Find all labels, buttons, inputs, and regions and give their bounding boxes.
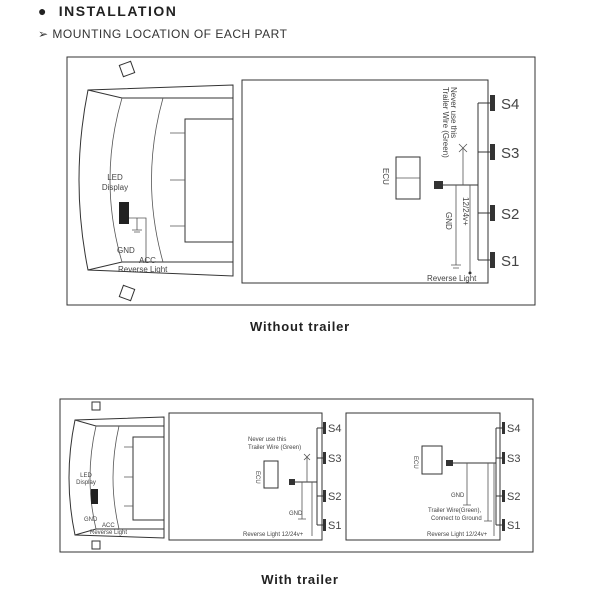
sensors: S4 S3 S2 S1 xyxy=(490,95,519,270)
car-top-view: LED Display GND ACC Reverse Light xyxy=(68,401,165,550)
title-text: INSTALLATION xyxy=(58,3,178,19)
gnd-label: GND xyxy=(444,212,453,230)
acc-label: ACC xyxy=(102,523,115,529)
led-display-icon xyxy=(91,489,98,504)
display-label: Display xyxy=(76,480,96,486)
connector-icon xyxy=(446,460,453,466)
mirror-top xyxy=(118,60,136,78)
sensor-s2: S2 xyxy=(507,491,520,503)
led-display-icon xyxy=(119,202,129,224)
led-label: LED xyxy=(107,173,123,182)
diagram-without-trailer: LED Display GND ACC Reverse Light ECU Ne… xyxy=(66,56,536,306)
sensor-s3: S3 xyxy=(501,145,519,162)
ecu-label: ECU xyxy=(254,471,260,484)
sensor-s1: S1 xyxy=(328,520,341,532)
ecu-label: ECU xyxy=(412,456,418,469)
mirror-bottom xyxy=(91,540,101,550)
sensor-s1: S1 xyxy=(507,520,520,532)
sensor-s3: S3 xyxy=(328,453,341,465)
frame xyxy=(66,56,536,306)
wiring-panel: ECU Never use this Trailer Wire (Green) … xyxy=(241,79,490,284)
power-label: Reverse Light 12/24v+ xyxy=(243,532,304,538)
section-subtitle: ➢ MOUNTING LOCATION OF EACH PART xyxy=(38,27,287,41)
arrow-icon: ➢ xyxy=(38,27,49,41)
wiring-panel-b: ECU GND Trailer Wire(Green), Connect to … xyxy=(345,412,520,541)
mirror-top xyxy=(91,401,101,411)
mirror-bottom xyxy=(118,284,136,302)
connector-icon xyxy=(434,181,443,189)
caption-without-trailer: Without trailer xyxy=(250,319,350,334)
ecu-label: ECU xyxy=(381,168,390,185)
warning-line-2: Trailer Wire (Green) xyxy=(248,445,301,451)
section-title: ● INSTALLATION xyxy=(38,3,177,19)
display-label: Display xyxy=(102,183,128,192)
sensor-s4: S4 xyxy=(501,96,519,113)
power-label: Reverse Light 12/24v+ xyxy=(427,532,488,538)
ecu-icon xyxy=(263,460,279,489)
sensor-s2: S2 xyxy=(328,491,341,503)
caption-with-trailer: With trailer xyxy=(261,572,339,587)
trailer-wire-line-2: Connect to Ground xyxy=(431,516,482,522)
connector-icon xyxy=(289,479,295,485)
trailer-wire-line-1: Trailer Wire(Green), xyxy=(428,508,481,514)
gnd-label: GND xyxy=(84,517,98,523)
sensor-s3: S3 xyxy=(507,453,520,465)
wiring-panel-a: ECU Never use this Trailer Wire (Green) … xyxy=(168,412,341,541)
warning-line-1: Never use this xyxy=(449,87,458,138)
reverse-light-label: Reverse Light xyxy=(427,274,477,283)
led-label: LED xyxy=(80,473,92,479)
sensor-icons xyxy=(490,95,495,268)
gnd-label: GND xyxy=(451,493,465,499)
sensor-icons xyxy=(323,422,326,531)
ecu-icon xyxy=(421,445,443,475)
sensor-s4: S4 xyxy=(507,423,520,435)
diagram-with-trailer: LED Display GND ACC Reverse Light ECU Ne… xyxy=(59,398,534,553)
gnd-label: GND xyxy=(289,511,303,517)
car-top-view: LED Display GND ACC Reverse Light xyxy=(78,60,234,302)
subtitle-text: MOUNTING LOCATION OF EACH PART xyxy=(52,27,288,41)
warning-line-2: Trailer Wire (Green) xyxy=(441,87,450,158)
sensor-s4: S4 xyxy=(328,423,341,435)
warning-line-1: Never use this xyxy=(248,437,286,443)
reverse-light-label: Reverse Light xyxy=(90,530,127,536)
bullet-icon: ● xyxy=(38,3,48,19)
frame xyxy=(59,398,534,553)
sensor-s2: S2 xyxy=(501,206,519,223)
sensor-s1: S1 xyxy=(501,253,519,270)
power-label: 12/24v+ xyxy=(461,197,470,226)
acc-label: ACC xyxy=(139,256,156,265)
sensor-icons xyxy=(502,422,505,531)
reverse-light-label: Reverse Light xyxy=(118,265,168,274)
gnd-label: GND xyxy=(117,246,135,255)
